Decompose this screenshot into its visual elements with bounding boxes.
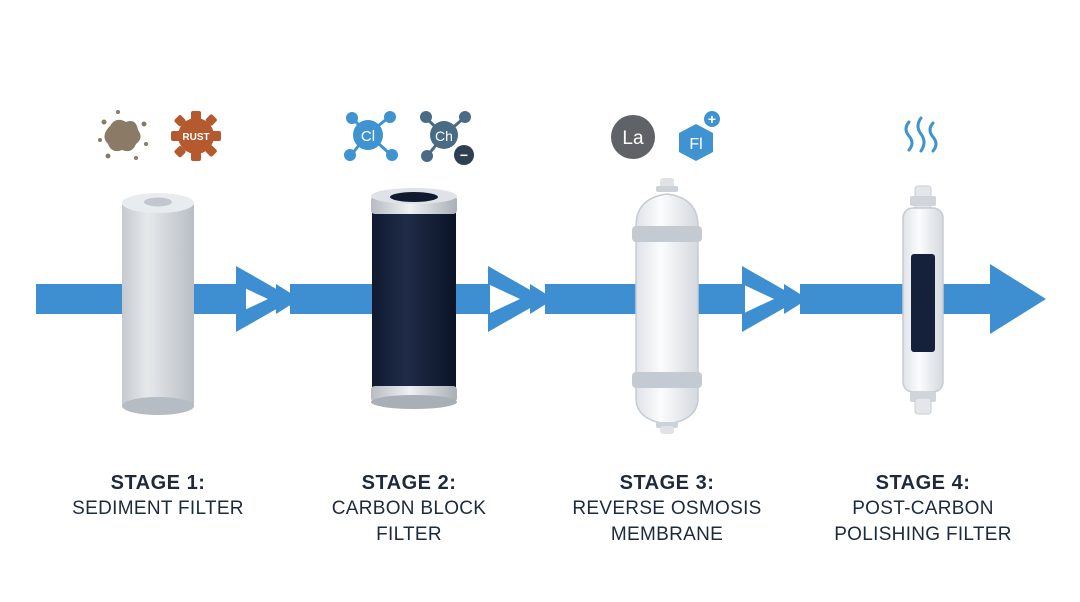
chlorine-label: Cl [361,128,375,145]
chlorine-molecule-icon: Cl [344,111,398,161]
rust-label: RUST [182,132,209,143]
stage-3-caption: STAGE 3: REVERSE OSMOSIS MEMBRANE [547,470,787,548]
sediment-filter-cartridge [122,193,194,415]
lead-label: La [622,128,644,149]
lead-icon: La [611,115,655,159]
stage-4-name-line2: POLISHING FILTER [834,524,1012,545]
minus-sign: − [460,147,468,163]
ro-membrane-housing [632,178,702,434]
stage-1-caption: STAGE 1: SEDIMENT FILTER [38,470,278,522]
fluoride-label: Fl [689,136,702,153]
stage-3-name-line1: REVERSE OSMOSIS [572,498,762,519]
stage-4-caption: STAGE 4: POST-CARBON POLISHING FILTER [803,470,1043,548]
fluoride-icon: Fl + [679,109,722,161]
carbon-block-cartridge [371,188,457,409]
stage-2-caption: STAGE 2: CARBON BLOCK FILTER [289,470,529,548]
stage-1-name: SEDIMENT FILTER [72,498,244,519]
stage-4-name-line1: POST-CARBON [852,498,994,519]
post-carbon-inline-filter [902,185,944,415]
stage-2-name-line2: FILTER [376,524,442,545]
chloramine-label: Ch [435,128,453,144]
stage-3-title: STAGE 3: [619,472,715,494]
plus-sign: + [708,111,716,127]
stage-2-title: STAGE 2: [361,472,457,494]
odor-waves-icon [904,116,938,153]
stage-1-title: STAGE 1: [110,472,206,494]
rust-gear-icon: RUST [171,111,221,161]
stage-2-name-line1: CARBON BLOCK [331,498,487,519]
stage-4-title: STAGE 4: [875,472,971,494]
sediment-icon [98,110,148,160]
chloramine-molecule-icon: Ch − [420,111,474,165]
stage-3-name-line2: MEMBRANE [610,524,724,545]
